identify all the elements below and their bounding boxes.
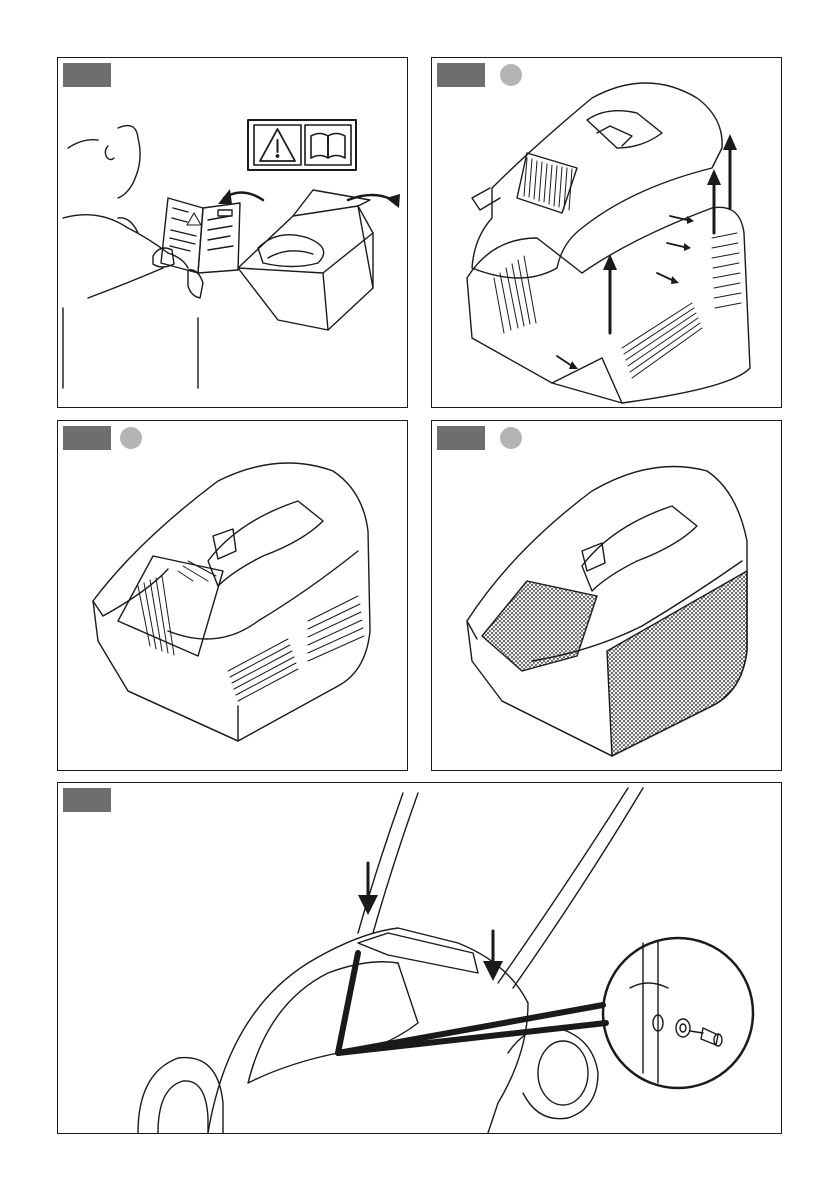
- panel-read-manual: [57, 57, 408, 408]
- bag-exploded-illustration: [432, 58, 781, 407]
- manual-book-icon: [311, 134, 345, 159]
- warning-label: [248, 120, 356, 170]
- panel-handle-attach: [57, 782, 782, 1134]
- manual-booklet: [153, 198, 240, 298]
- panel-bag-mesh: [431, 420, 782, 771]
- lift-arrows: [603, 134, 737, 333]
- leader-lines: [338, 953, 606, 1053]
- read-manual-illustration: [58, 58, 407, 407]
- panel-bag-slotted: [57, 420, 408, 771]
- cardboard-box: [238, 190, 373, 330]
- bag-slotted-illustration: [58, 421, 407, 770]
- warning-triangle-icon: [260, 129, 295, 161]
- screw-detail: [603, 938, 753, 1088]
- panel-bag-exploded: [431, 57, 782, 408]
- person-reading: [63, 126, 198, 388]
- bag-mesh-illustration: [432, 421, 781, 770]
- open-arrows: [218, 189, 400, 208]
- handle-attach-illustration: [58, 783, 781, 1133]
